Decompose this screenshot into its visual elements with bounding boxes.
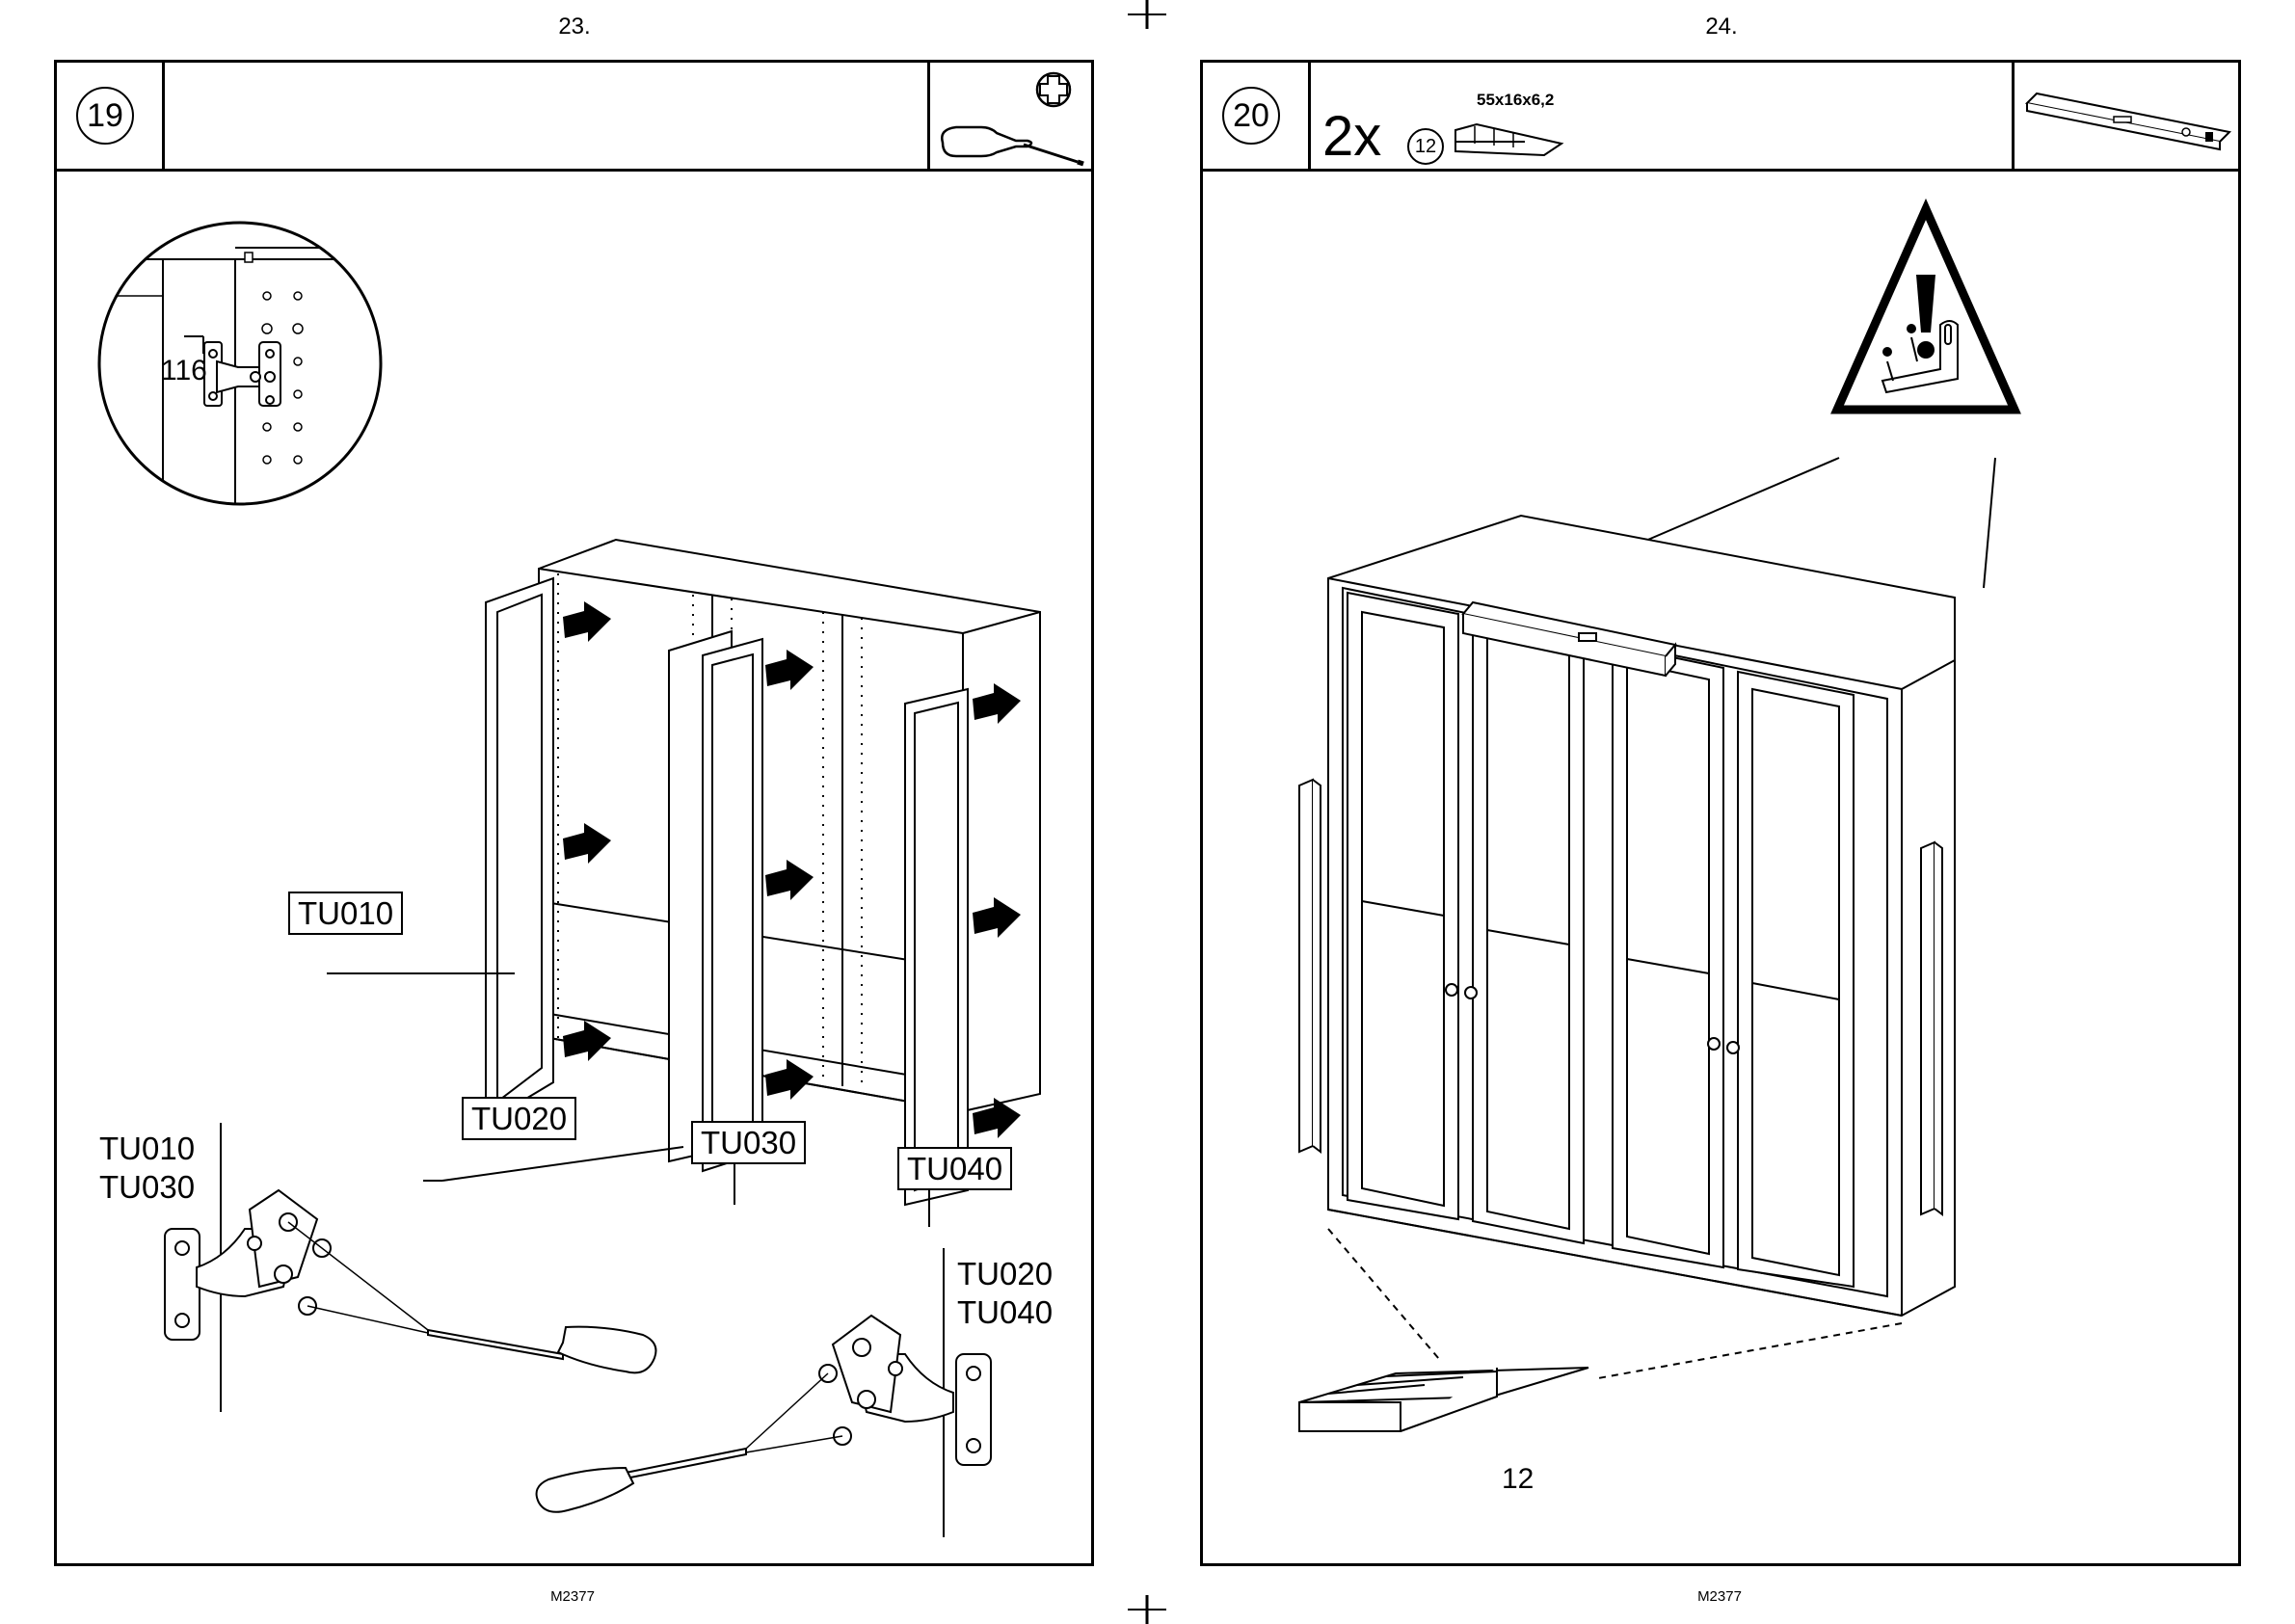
quantity: 2x	[1322, 109, 1381, 165]
model-code-left: M2377	[476, 1588, 669, 1605]
page-number-right: 24.	[1625, 13, 1818, 40]
part-dimensions: 55x16x6,2	[1477, 92, 1554, 108]
levelled-wardrobe-illustration	[1299, 255, 2119, 1412]
part-label-tu010: TU010	[288, 892, 403, 935]
step-header: 20 2x 12 55x16x6,2	[1203, 63, 2238, 172]
step-number-cell: 20	[1203, 63, 1311, 169]
hinge-adjustment-right	[510, 1248, 992, 1537]
step-header: 19	[57, 63, 1091, 172]
step-number-cell: 19	[57, 63, 165, 169]
step-19-panel: 19	[54, 60, 1094, 1566]
step-20-panel: 20 2x 12 55x16x6,2	[1200, 60, 2241, 1566]
part-number-badge: 12	[1407, 128, 1444, 165]
phillips-head-icon	[1034, 70, 1073, 109]
step-number: 19	[76, 87, 134, 145]
tool-cell	[2012, 63, 2238, 169]
model-code-right: M2377	[1623, 1588, 1816, 1605]
hinge-detail-magnifier	[95, 219, 385, 508]
page-number-left: 23.	[478, 13, 671, 40]
detail-part-label: 116	[161, 357, 207, 386]
part-label-tu030: TU030	[691, 1121, 806, 1164]
wedge-part-label: 12	[1502, 1465, 1534, 1494]
hinge-adjustment-left	[153, 1123, 539, 1412]
wedge-icon	[1454, 120, 1569, 159]
spirit-level-icon	[2022, 72, 2234, 149]
part-label-tu040: TU040	[897, 1147, 1012, 1190]
tool-cell	[927, 63, 1091, 169]
step-number: 20	[1222, 87, 1280, 145]
